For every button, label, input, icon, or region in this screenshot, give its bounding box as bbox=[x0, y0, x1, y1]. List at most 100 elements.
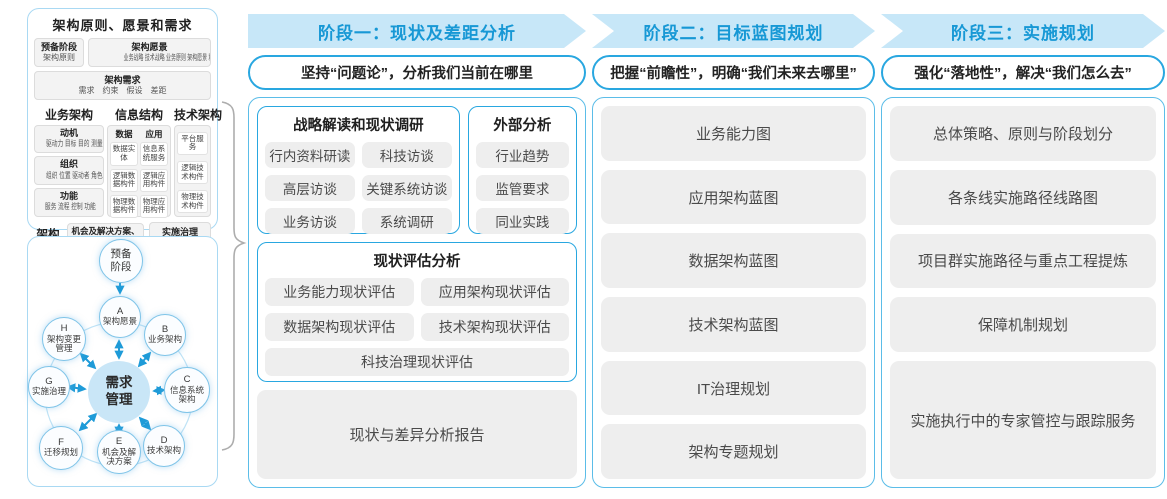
phase1-column: 阶段一：现状及差距分析 坚持“问题论”，分析我们当前在哪里 战略解读和现状调研 … bbox=[248, 0, 586, 499]
framework-middle-row: 业务架构 动机 驱动力 目标 目的 测量 组织 组织 位置 驱动者 角色 功能 … bbox=[34, 106, 223, 219]
adm-node-label: 技术架构 bbox=[146, 445, 181, 456]
technology-box: 平台服务 逻辑技术构件 物理技术构件 bbox=[174, 124, 211, 217]
phase3-slogan: 强化“落地性”，解决“我们怎么去” bbox=[881, 55, 1165, 90]
assessment-item: 应用架构现状评估 bbox=[420, 278, 569, 306]
business-group: 组织 组织 位置 驱动者 角色 bbox=[34, 156, 104, 186]
vision-box: 架构愿景 业务战略 技术战略 业务原则 架构愿景 利益相关者 bbox=[88, 38, 211, 67]
app-item: 物理应用构件 bbox=[140, 194, 168, 219]
framework-top-row: 预备阶段 架构原则 架构愿景 业务战略 技术战略 业务原则 架构愿景 利益相关者 bbox=[34, 38, 211, 67]
adm-node-letter: B bbox=[161, 324, 169, 336]
adm-node-d: D 技术架构 bbox=[143, 425, 185, 467]
adm-node-label: 架构愿景 bbox=[102, 316, 137, 327]
adm-node-letter: D bbox=[160, 435, 168, 447]
app-item: 逻辑应用构件 bbox=[140, 168, 168, 192]
adm-node-h: H 架构变更管理 bbox=[42, 317, 86, 361]
survey-title: 战略解读和现状调研 bbox=[293, 118, 424, 134]
survey-item: 科技访谈 bbox=[361, 142, 452, 168]
gap-report-box: 现状与差异分析报告 bbox=[257, 390, 577, 479]
adm-node-letter: C bbox=[183, 374, 191, 386]
adm-node-label: 迁移规划 bbox=[43, 447, 78, 458]
phase2-header-band: 阶段二：目标蓝图规划 bbox=[592, 14, 875, 48]
group-title: 动机 bbox=[59, 127, 78, 138]
group-title: 组织 bbox=[59, 159, 78, 170]
survey-item: 高层访谈 bbox=[265, 175, 355, 201]
phase3-container: 总体策略、原则与阶段划分 各条线实施路径线路图 项目群实施路径与重点工程提炼 保… bbox=[881, 97, 1165, 488]
framework-title: 架构原则、愿景和需求 bbox=[52, 18, 193, 33]
assessment-box: 现状评估分析 业务能力现状评估 应用架构现状评估 数据架构现状评估 技术架构现状… bbox=[257, 242, 577, 382]
phase3-item: 项目群实施路径与重点工程提炼 bbox=[890, 233, 1156, 289]
prelim-sub: 架构原则 bbox=[43, 53, 75, 63]
phase3-item: 保障机制规划 bbox=[890, 297, 1156, 353]
adm-node-preliminary: 预备阶段 bbox=[99, 239, 143, 283]
phase2-item: 应用架构蓝图 bbox=[601, 169, 866, 225]
assessment-item: 数据架构现状评估 bbox=[265, 313, 414, 341]
requirements-items: 需求 约束 假设 差距 bbox=[78, 86, 167, 96]
tech-item: 平台服务 bbox=[177, 131, 208, 155]
phase2-column: 阶段二：目标蓝图规划 把握“前瞻性”，明确“我们未来去哪里” 业务能力图 应用架… bbox=[592, 0, 875, 499]
technology-column: 技术架构 平台服务 逻辑技术构件 物理技术构件 bbox=[174, 106, 223, 217]
adm-node-label: 架构变更管理 bbox=[46, 333, 81, 354]
assessment-item: 科技治理现状评估 bbox=[265, 348, 569, 376]
external-analysis-box: 外部分析 行业趋势 监管要求 同业实践 bbox=[467, 106, 577, 234]
adm-node-a: A 架构愿景 bbox=[99, 296, 141, 338]
adm-cycle-panel: 预备阶段 A 架构愿景 B 业务架构 C 信息系统架构 D 技术架构 E 机会及… bbox=[27, 236, 218, 487]
group-items: 驱动力 目标 目的 测量 bbox=[46, 138, 103, 148]
external-title: 外部分析 bbox=[493, 118, 552, 134]
tech-item: 物理技术构件 bbox=[177, 190, 208, 214]
adm-node-letter: H bbox=[60, 323, 68, 335]
phase1-slogan: 坚持“问题论”，分析我们当前在哪里 bbox=[248, 55, 586, 90]
adm-node-letter: A bbox=[116, 306, 124, 318]
survey-item: 关键系统访谈 bbox=[361, 175, 452, 201]
business-arch-column: 业务架构 动机 驱动力 目标 目的 测量 组织 组织 位置 驱动者 角色 功能 … bbox=[34, 106, 104, 217]
adm-node-label: 实施治理 bbox=[31, 386, 66, 397]
assessment-item: 业务能力现状评估 bbox=[265, 278, 414, 306]
external-item: 监管要求 bbox=[475, 175, 569, 201]
survey-item: 系统调研 bbox=[361, 208, 452, 234]
business-group: 功能 服务 流程 控制 功能 bbox=[34, 188, 104, 217]
adm-node-b: B 业务架构 bbox=[144, 314, 186, 356]
group-title: 功能 bbox=[59, 191, 78, 202]
phase3-header-band: 阶段三：实施规划 bbox=[881, 14, 1165, 48]
vision-title: 架构愿景 bbox=[131, 42, 168, 52]
phase2-item: IT治理规划 bbox=[601, 360, 866, 416]
group-items: 组织 位置 驱动者 角色 bbox=[46, 170, 103, 180]
phase2-item: 数据架构蓝图 bbox=[601, 233, 866, 289]
survey-item: 业务访谈 bbox=[265, 208, 355, 234]
requirements-box: 架构需求 需求 约束 假设 差距 bbox=[34, 70, 211, 100]
external-item: 同业实践 bbox=[475, 208, 569, 234]
adm-node-label: 预备阶段 bbox=[110, 248, 132, 273]
prelim-box: 预备阶段 架构原则 bbox=[34, 38, 84, 67]
data-item: 数据实体 bbox=[110, 142, 138, 166]
realization-box-2-title: 实施治理 bbox=[162, 226, 199, 237]
adm-node-g: G 实施治理 bbox=[28, 366, 70, 408]
phase2-item: 技术架构蓝图 bbox=[601, 297, 866, 352]
phase1-container: 战略解读和现状调研 行内资料研读 科技访谈 高层访谈 关键系统访谈 业务访谈 系… bbox=[248, 97, 586, 488]
adm-node-e: E 机会及解决方案 bbox=[97, 430, 141, 474]
phase1-header-band: 阶段一：现状及差距分析 bbox=[248, 14, 586, 48]
adm-node-label: 信息系统架构 bbox=[169, 384, 204, 405]
information-header: 信息结构 bbox=[114, 107, 163, 122]
phase3-item: 实施执行中的专家管控与跟踪服务 bbox=[890, 361, 1156, 479]
adm-node-letter: F bbox=[58, 437, 64, 449]
phase2-container: 业务能力图 应用架构蓝图 数据架构蓝图 技术架构蓝图 IT治理规划 架构专题规划 bbox=[592, 97, 875, 488]
vision-items: 业务战略 技术战略 业务原则 架构愿景 利益相关者 bbox=[123, 53, 210, 63]
phase2-item: 业务能力图 bbox=[601, 106, 866, 161]
adm-node-label: 业务架构 bbox=[147, 334, 182, 345]
architecture-framework-panel: 架构原则、愿景和需求 预备阶段 架构原则 架构愿景 业务战略 技术战略 业务原则… bbox=[27, 8, 223, 263]
assessment-title: 现状评估分析 bbox=[373, 254, 461, 270]
brace-connector bbox=[221, 101, 247, 451]
information-column: 信息结构 数据 数据实体 逻辑数据构件 物理数据构件 应用 信息系统服务 逻辑应… bbox=[107, 106, 171, 219]
phase2-slogan: 把握“前瞻性”，明确“我们未来去哪里” bbox=[592, 55, 875, 90]
prelim-title: 预备阶段 bbox=[40, 42, 77, 52]
business-group: 动机 驱动力 目标 目的 测量 bbox=[34, 124, 104, 154]
survey-item: 行内资料研读 bbox=[265, 142, 355, 168]
requirements-title: 架构需求 bbox=[104, 74, 141, 85]
technology-header: 技术架构 bbox=[174, 107, 223, 122]
adm-center-requirements: 需求管理 bbox=[88, 361, 150, 423]
phase3-item: 总体策略、原则与阶段划分 bbox=[890, 106, 1156, 161]
adm-node-c: C 信息系统架构 bbox=[164, 367, 210, 413]
phase2-item: 架构专题规划 bbox=[601, 424, 866, 480]
group-items: 服务 流程 控制 功能 bbox=[44, 202, 96, 212]
data-item: 逻辑数据构件 bbox=[110, 168, 138, 192]
app-subheader: 应用 bbox=[145, 128, 163, 139]
